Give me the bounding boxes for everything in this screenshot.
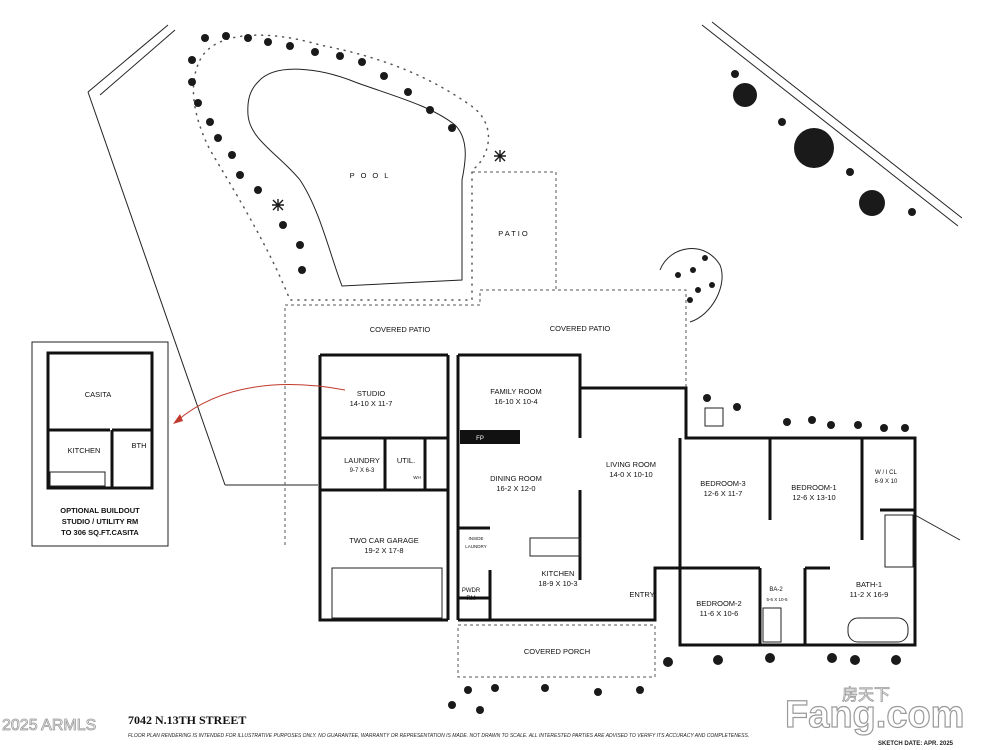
copyright-watermark: 2025 ARMLS	[2, 717, 96, 734]
covered-porch-area: COVERED PORCH	[457, 624, 656, 678]
house-walls	[318, 353, 917, 647]
bedroom1-dim: 12-6 X 13-10	[792, 493, 835, 502]
watermark-cn: 房天下	[842, 686, 890, 704]
ba2-dim: 5-6 X 10-5	[766, 597, 788, 602]
family-room-label: FAMILY ROOM	[490, 387, 541, 396]
garage-dim: 19-2 X 17-8	[364, 546, 403, 555]
tub-ba2	[762, 607, 782, 643]
casita-inset: CASITA KITCHEN BTH OPTIONAL BUILDOUT STU…	[31, 341, 169, 547]
address-title: 7042 N.13TH STREET	[128, 713, 246, 727]
entry-label: ENTRY	[629, 590, 654, 599]
inside-laundry-label-2: LAUNDRY	[465, 544, 486, 549]
buildout-line-3: TO 306 SQ.FT.CASITA	[61, 528, 139, 537]
pool-area: POOL	[192, 34, 490, 301]
dining-room-label: DINING ROOM	[490, 474, 542, 483]
pool-label: POOL	[350, 171, 395, 180]
covered-patio-area: COVERED PATIO COVERED PATIO	[284, 289, 687, 545]
entry-porch-box	[704, 407, 724, 427]
patio-label: PATIO	[498, 229, 529, 238]
fireplace	[460, 430, 520, 444]
patio-area: PATIO	[472, 171, 557, 290]
shower	[884, 514, 914, 568]
bedroom2-dim: 11-6 X 10-6	[700, 609, 739, 618]
property-lines	[87, 21, 963, 541]
fp-label: FP	[476, 436, 484, 442]
sketch-date: SKETCH DATE: APR. 2025	[878, 741, 954, 747]
living-room-label: LIVING ROOM	[606, 460, 656, 469]
disclaimer-text: FLOOR PLAN RENDERING IS INTENDED FOR ILL…	[128, 733, 749, 739]
garage-label: TWO CAR GARAGE	[349, 536, 419, 545]
laundry-label: LAUNDRY	[344, 456, 380, 465]
garage-door	[331, 567, 443, 619]
wic-dim: 6-9 X 10	[875, 479, 898, 485]
covered-patio-left-label: COVERED PATIO	[370, 325, 431, 334]
kitchen-dim: 18-9 X 10-3	[538, 579, 577, 588]
covered-patio-right-label: COVERED PATIO	[550, 324, 611, 333]
footer: 7042 N.13TH STREET FLOOR PLAN RENDERING …	[2, 713, 954, 747]
bedroom2-label: BEDROOM-2	[696, 599, 741, 608]
shrubs	[188, 32, 916, 714]
bedroom3-dim: 12-6 X 11-7	[704, 489, 743, 498]
casita-bth-label: BTH	[132, 441, 147, 450]
util-label: UTIL.	[397, 456, 415, 465]
buildout-line-2: STUDIO / UTILITY RM	[62, 517, 139, 526]
ba2-label: BA-2	[769, 587, 783, 593]
laundry-dim: 9-7 X 6-3	[350, 468, 375, 474]
watermark-brand: Fang.com	[785, 694, 964, 736]
bath1-label: BATH-1	[856, 580, 882, 589]
tub	[847, 617, 909, 643]
living-room-dim: 14-0 X 10-10	[609, 470, 652, 479]
buildout-arrow	[173, 384, 346, 424]
wic-label: W / I CL	[875, 470, 897, 476]
kitchen-label: KITCHEN	[542, 569, 575, 578]
bath1-dim: 11-2 X 16-9	[850, 590, 889, 599]
wh-label: WH	[413, 475, 421, 480]
bedroom3-label: BEDROOM-3	[700, 479, 745, 488]
kitchen-island	[529, 537, 581, 557]
watermark: 房天下 Fang.com	[784, 686, 965, 737]
covered-porch-label: COVERED PORCH	[524, 647, 590, 656]
pwdr-label-2: RM	[466, 596, 475, 602]
dining-room-dim: 16-2 X 12-0	[496, 484, 535, 493]
casita-label: CASITA	[85, 390, 112, 399]
room-labels: STUDIO 14-10 X 11-7 FAMILY ROOM 16-10 X …	[344, 387, 898, 618]
family-room-dim: 16-10 X 10-4	[494, 397, 537, 406]
pool-shape	[247, 68, 466, 287]
inside-laundry-label-1: INSIDE	[468, 536, 483, 541]
buildout-line-1: OPTIONAL BUILDOUT	[60, 506, 140, 515]
planter-arc	[659, 248, 723, 323]
studio-dim: 14-10 X 11-7	[350, 399, 393, 408]
bedroom1-label: BEDROOM-1	[791, 483, 836, 492]
pwdr-label-1: PWDR	[462, 588, 481, 594]
studio-label: STUDIO	[357, 389, 386, 398]
casita-kitchen-label: KITCHEN	[68, 446, 101, 455]
palm-plants	[272, 150, 506, 211]
